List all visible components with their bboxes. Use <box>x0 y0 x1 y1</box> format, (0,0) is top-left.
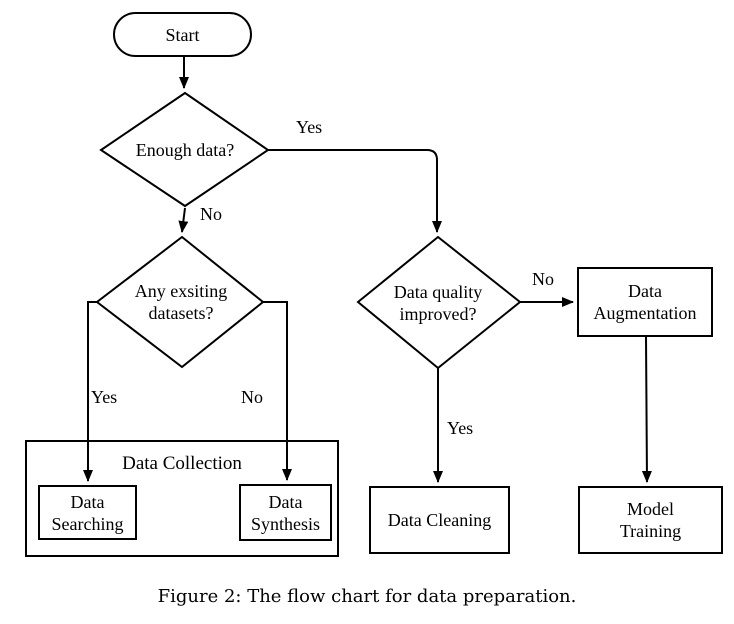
node-data-quality-label: Data quality improved? <box>393 282 483 324</box>
node-data-cleaning: Data Cleaning <box>369 486 510 554</box>
node-data-synthesis-label: Data Synthesis <box>250 491 320 534</box>
node-data-augmentation-label: Data Augmentation <box>593 281 697 323</box>
node-data-synthesis: Data Synthesis <box>239 484 332 541</box>
node-start: Start <box>113 12 252 57</box>
node-data-collection-label: Data Collection <box>122 453 242 474</box>
edge-label-enough-no: No <box>200 204 222 224</box>
node-model-training-label: Model Training <box>619 499 682 541</box>
edge-label-existing-yes: Yes <box>91 387 118 407</box>
edge-augmentation-to-model-training <box>641 336 652 483</box>
node-existing-datasets-label: Any exsiting datasets? <box>134 281 228 323</box>
node-data-searching: Data Searching <box>38 485 137 540</box>
edge-enough-data-no-to-existing-datasets <box>178 207 189 233</box>
node-model-training: Model Training <box>578 486 723 554</box>
edge-label-existing-no: No <box>241 387 263 407</box>
node-data-searching-label: Data Searching <box>51 491 124 534</box>
edge-label-quality-no: No <box>532 269 554 289</box>
node-data-augmentation: Data Augmentation <box>577 267 713 337</box>
edge-label-quality-yes: Yes <box>447 418 474 438</box>
figure-caption: Figure 2: The flow chart for data prepar… <box>157 586 577 607</box>
node-data-cleaning-label: Data Cleaning <box>387 510 492 530</box>
edge-enough-data-yes-to-data-quality <box>268 149 442 233</box>
node-start-label: Start <box>165 24 200 45</box>
edge-label-enough-yes: Yes <box>296 117 323 137</box>
node-enough-data-label: Enough data? <box>135 140 235 160</box>
